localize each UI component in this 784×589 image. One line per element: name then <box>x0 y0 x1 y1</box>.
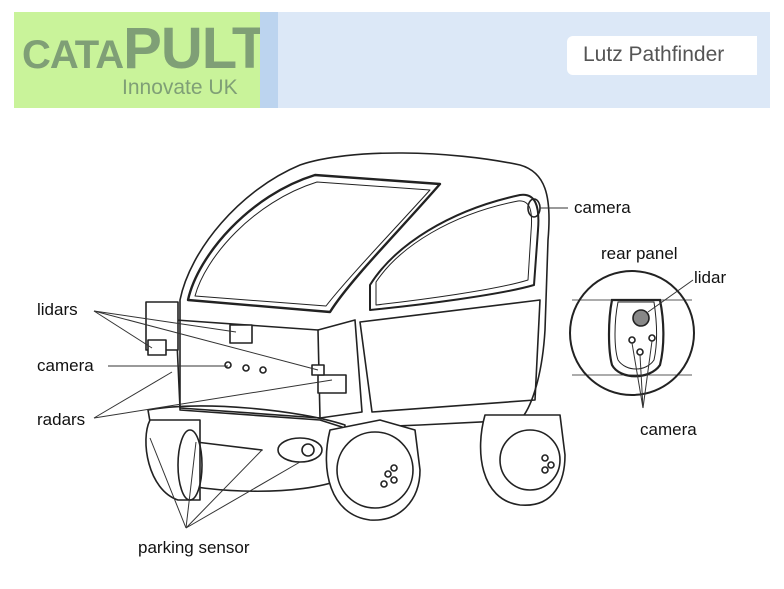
title-box: Lutz Pathfinder <box>567 36 757 75</box>
label-camera-top: camera <box>574 198 631 217</box>
label-camera-left: camera <box>37 356 94 375</box>
header-banner: CATAPULT Innovate UK Lutz Pathfinder <box>14 12 770 108</box>
catapult-logo: CATAPULT Innovate UK <box>14 12 267 108</box>
label-rear-panel: rear panel <box>601 244 678 263</box>
vehicle-body <box>179 152 550 429</box>
wheel-rear-right <box>325 419 421 521</box>
radar-sensor-2 <box>242 364 250 372</box>
side-camera <box>277 437 323 463</box>
rear-lidar-center <box>229 324 253 344</box>
label-lidars: lidars <box>37 300 78 319</box>
corner-sensor <box>317 374 347 394</box>
radar-sensor-1 <box>224 361 232 369</box>
label-lidar: lidar <box>694 268 727 287</box>
door <box>359 299 541 413</box>
leader-lines <box>93 207 694 529</box>
logo-wordmark: CATAPULT <box>22 16 267 81</box>
wheel-front <box>479 414 566 506</box>
rear-camera-3 <box>636 348 644 356</box>
label-radars: radars <box>37 410 86 429</box>
rear-window <box>186 173 442 314</box>
rear-lidar-sensor <box>632 309 650 327</box>
rear-camera-1 <box>628 336 636 344</box>
page-title: Lutz Pathfinder <box>583 43 725 66</box>
wheel-rear-left <box>145 419 201 501</box>
rear-camera-2 <box>648 334 656 342</box>
label-parking-sensor: parking sensor <box>138 538 250 557</box>
header-divider <box>260 12 278 108</box>
logo-subtitle: Innovate UK <box>122 76 238 99</box>
rear-panel-inset <box>569 270 695 396</box>
side-window <box>369 193 540 311</box>
radar-sensor-3 <box>259 366 267 374</box>
label-camera-rear: camera <box>640 420 697 439</box>
